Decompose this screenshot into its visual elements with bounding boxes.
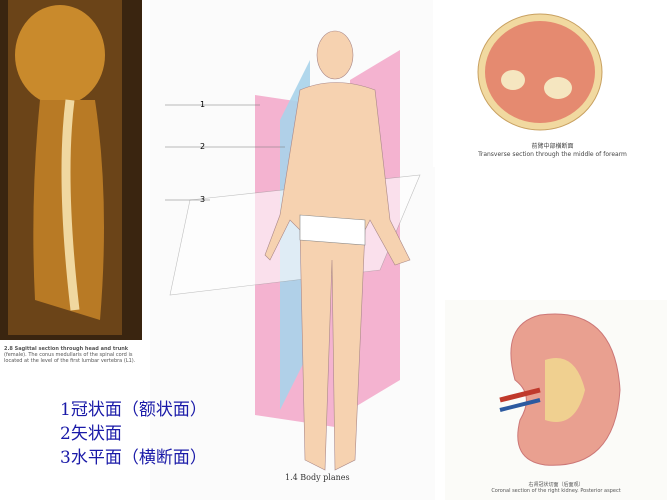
legend-line-coronal: 1冠状面（额状面）: [60, 400, 207, 420]
plane-legend: 1冠状面（额状面） 2矢状面 3水平面（横断面）: [60, 398, 207, 470]
plane-number-2: 2: [200, 142, 206, 151]
forearm-caption: 前臂中部横断面 Transverse section through the m…: [438, 143, 667, 159]
plane-number-3: 3: [200, 195, 206, 204]
legend-line-horizontal: 3水平面（横断面）: [60, 448, 207, 468]
kidney-section-image: [445, 300, 667, 500]
caption-cn: 右肾冠状切面（后面观）: [528, 482, 584, 488]
caption-body: (female). The conus medullaris of the sp…: [4, 352, 136, 364]
caption-title: 2.8 Sagittal section through head and tr…: [4, 346, 129, 352]
plane-number-1: 1: [200, 100, 206, 109]
kidney-caption: 右肾冠状切面（后面观） Coronal section of the right…: [445, 482, 667, 494]
caption-en: Coronal section of the right kidney. Pos…: [491, 488, 621, 494]
body-planes-caption: 1.4 Body planes: [285, 473, 350, 482]
sagittal-caption: 2.8 Sagittal section through head and tr…: [4, 346, 144, 364]
caption-en: Transverse section through the middle of…: [478, 151, 627, 158]
caption-cn: 前臂中部横断面: [531, 143, 574, 150]
body-planes-figure: 1 2 3: [150, 0, 435, 500]
legend-line-sagittal: 2矢状面: [60, 424, 122, 444]
sagittal-section-image: [0, 0, 142, 340]
forearm-section-image: [433, 0, 667, 167]
